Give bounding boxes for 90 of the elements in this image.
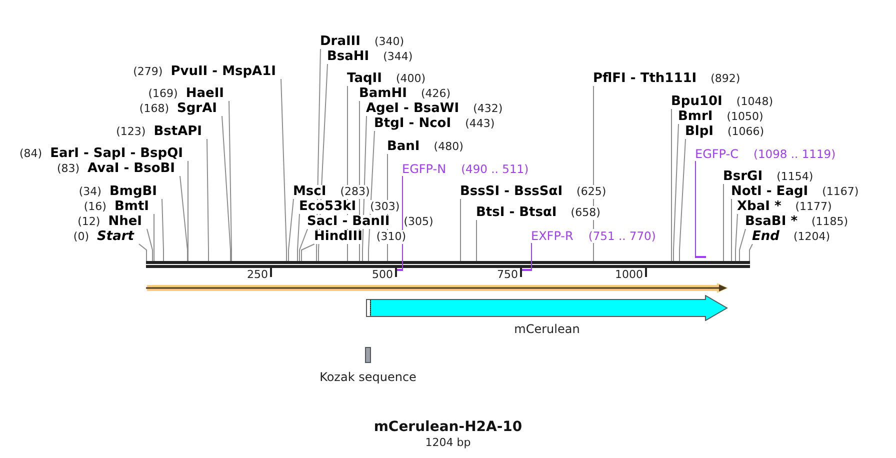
position-number: (426) (420, 87, 451, 101)
position-number: (400) (396, 72, 426, 86)
enzyme-name: Eco53kI (299, 200, 356, 214)
leader-line (162, 198, 164, 262)
scale-label: 250 (247, 268, 268, 281)
enzyme-name: SgrAI (177, 102, 217, 116)
leader-line (739, 228, 746, 262)
enzyme-name: Bpu10I (671, 95, 722, 109)
position-number: (1050) (726, 110, 764, 124)
leader-line (297, 214, 300, 262)
position-number: (305) (404, 215, 434, 229)
position-number: (0) (73, 230, 90, 244)
leader-line (146, 228, 153, 262)
position-number: (83) (56, 162, 80, 176)
position-number: (303) (370, 200, 400, 214)
sequence-length: 1204 bp (425, 436, 471, 449)
position-number: (283) (340, 185, 370, 199)
primer-range: (1098 .. 1119) (753, 147, 836, 161)
leader-line (228, 100, 232, 262)
primer-binding-mark (695, 256, 706, 258)
position-number: (432) (473, 102, 503, 116)
leader-line (476, 220, 477, 262)
leader-line (679, 138, 686, 262)
feature-span-bar (146, 283, 728, 293)
position-number: (1167) (822, 185, 859, 199)
map-title: mCerulean-H2A-10 (374, 418, 522, 436)
primer-name: EXFP-R (531, 229, 574, 243)
scale-label: 500 (372, 268, 393, 281)
position-number: (1177) (795, 200, 832, 214)
scale-label: 750 (497, 268, 518, 281)
leader-line (222, 116, 231, 262)
leader-line (180, 176, 188, 262)
position-number: (34) (78, 185, 102, 199)
leader-line (735, 214, 738, 262)
position-number: (340) (374, 35, 404, 49)
position-number: (625) (576, 185, 606, 199)
leader-line (723, 184, 724, 262)
enzyme-name: MscI (293, 185, 326, 199)
leader-line (460, 198, 461, 262)
enzyme-name: BtgI - NcoI (374, 117, 452, 131)
position-number: (310) (376, 230, 406, 244)
leader-line (695, 160, 696, 256)
position-number: (344) (383, 50, 413, 64)
position-number: (1048) (736, 95, 773, 109)
enzyme-name: PvuII - MspA1I (170, 65, 276, 79)
position-number: (169) (148, 87, 178, 101)
enzyme-name: BlpI (685, 125, 714, 139)
primer-name: EGFP-N (402, 162, 446, 176)
primer-binding-mark (521, 269, 532, 271)
leader-line (671, 108, 672, 262)
position-number: (1185) (812, 215, 848, 229)
position-number: (16) (84, 200, 106, 214)
leader-line (206, 138, 209, 262)
leader-line (749, 244, 753, 262)
position-number: (12) (78, 215, 100, 229)
scale-label: 1000 (615, 268, 643, 281)
primer-range: (751 .. 770) (588, 229, 656, 243)
leader-line (301, 244, 315, 262)
leader-line (138, 244, 147, 262)
leader-line (531, 242, 532, 270)
position-number: (892) (710, 72, 740, 86)
dna-backbone (146, 261, 750, 268)
enzyme-name: HindIII (314, 230, 362, 244)
primer-range: (490 .. 511) (461, 162, 529, 176)
feature-label: mCerulean (514, 322, 580, 336)
sequence-end-label: End (752, 230, 780, 244)
enzyme-name: EarI - SapI - BspQI (50, 147, 183, 161)
enzyme-name: SacI - BanII (307, 215, 390, 229)
enzyme-name: TaqII (347, 72, 382, 86)
enzyme-name: NotI - EagI (731, 185, 808, 199)
position-number: (1154) (776, 170, 814, 184)
position-number: (658) (570, 206, 600, 220)
position-number: (123) (116, 125, 146, 139)
position-number: (1204) (793, 230, 830, 244)
leader-line (731, 198, 732, 262)
leader-line (288, 198, 294, 262)
position-number: (443) (465, 117, 495, 131)
position-number: (480) (434, 140, 464, 154)
position-number: (84) (19, 147, 42, 161)
leader-line (280, 78, 287, 262)
enzyme-name: BsaBI * (745, 215, 798, 229)
leader-line (673, 124, 679, 262)
position-number: (1066) (728, 125, 764, 139)
position-number: (279) (133, 65, 163, 79)
feature-label: Kozak sequence (320, 370, 416, 384)
enzyme-name: BmgBI (109, 185, 157, 199)
position-number: (168) (139, 102, 170, 116)
enzyme-name: AgeI - BsaWI (366, 102, 460, 116)
leader-line (299, 228, 308, 262)
primer-name: EGFP-C (695, 147, 738, 161)
